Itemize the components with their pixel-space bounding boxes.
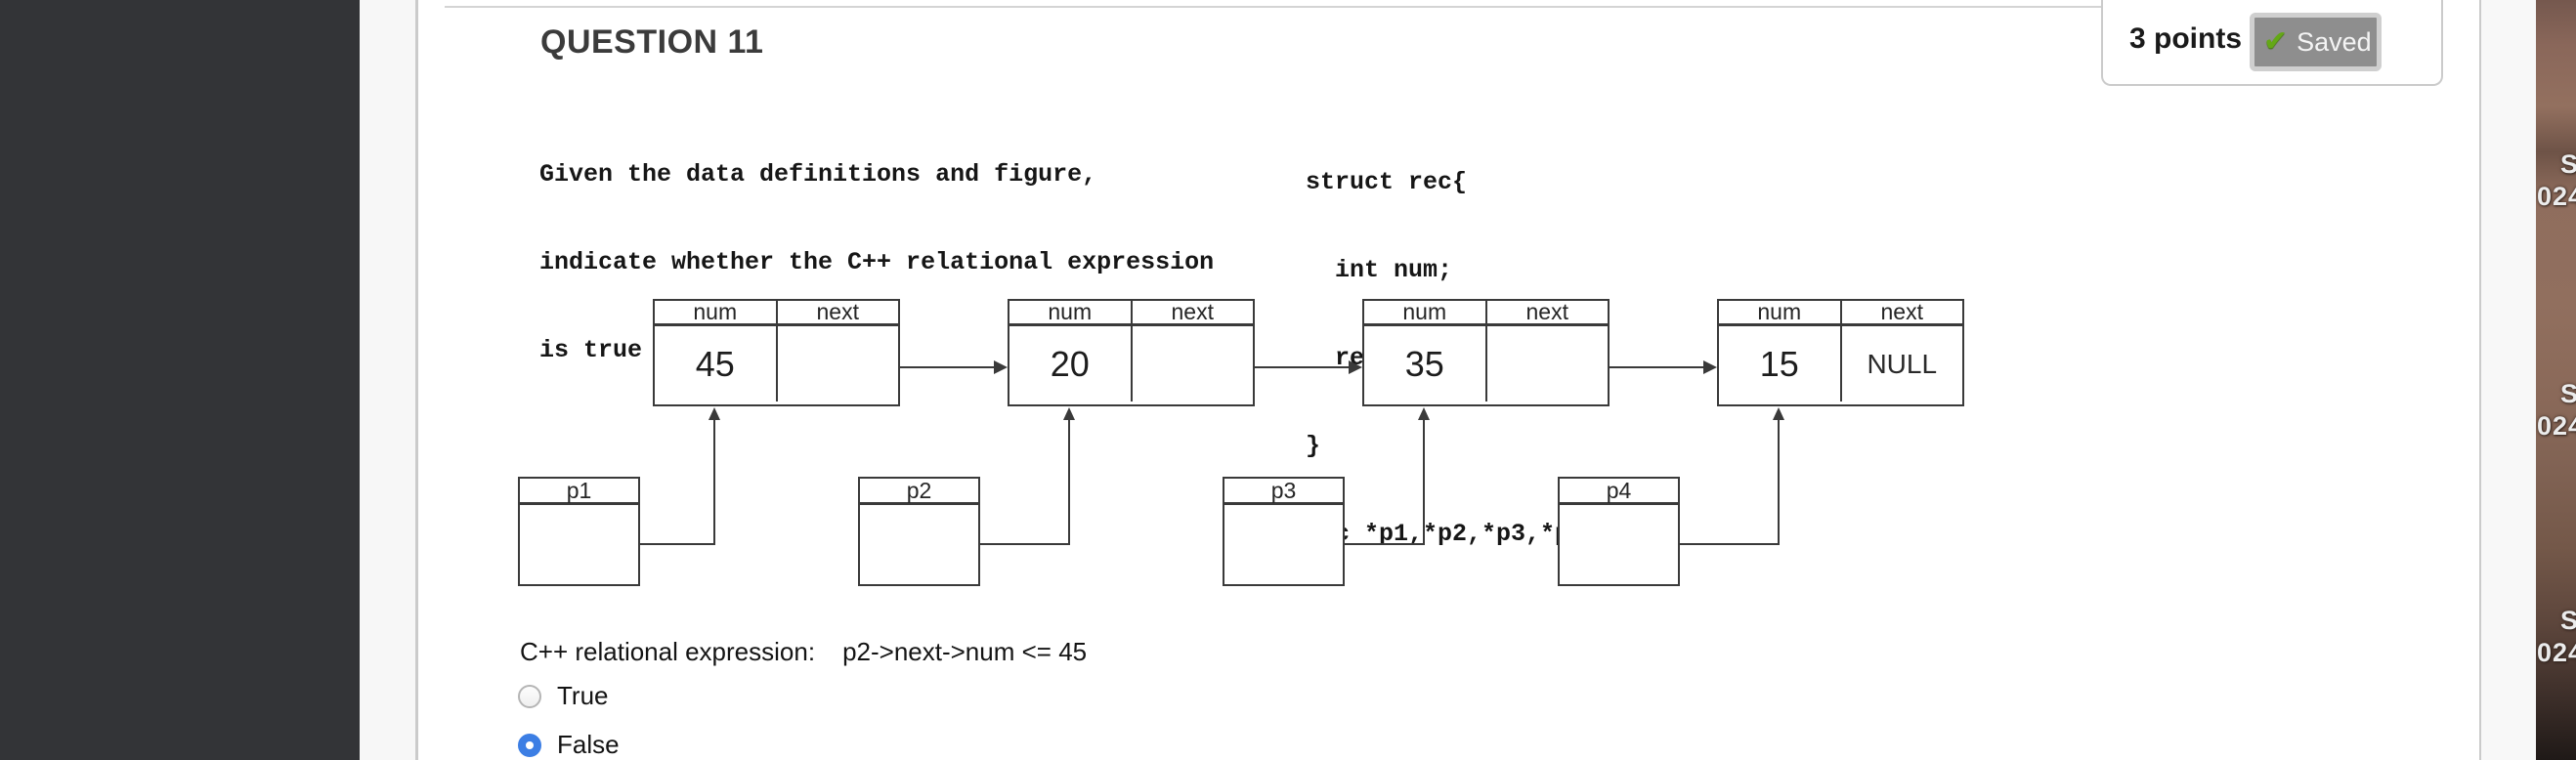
page-gutter-right <box>2481 0 2536 760</box>
photo-watermark: S 024 <box>2536 378 2576 443</box>
pointer-box-p4: p4 <box>1558 477 1680 586</box>
pointer-label: p2 <box>860 478 978 505</box>
watermark-text: S <box>2560 149 2576 179</box>
saved-status-text: Saved <box>2297 26 2372 57</box>
pointer-label: p4 <box>1560 478 1678 505</box>
node-next-value <box>1133 326 1254 401</box>
node-field-header-num: num <box>1719 299 1842 324</box>
node-field-header-next: next <box>1171 299 1214 324</box>
watermark-text: 024 <box>2537 182 2576 211</box>
node-next-value: NULL <box>1867 348 1938 379</box>
connector-p2 <box>980 543 1070 545</box>
pointer-label: p1 <box>520 478 638 505</box>
answer-option-true[interactable]: True <box>518 681 609 711</box>
code-line: } <box>1306 432 1321 460</box>
photo-watermark: S 024 <box>2536 148 2576 213</box>
arrow-node3-to-node4 <box>1610 360 1717 374</box>
node-field-header-num: num <box>1364 299 1487 324</box>
node-next-value <box>778 326 899 401</box>
pointer-box-p1: p1 <box>518 477 640 586</box>
node-field-header-num: num <box>655 299 778 324</box>
connector-p3 <box>1345 543 1425 545</box>
background-photo-edge: S 024 S 024 S 024 <box>2536 0 2576 760</box>
node-field-header-next: next <box>816 299 859 324</box>
arrow-node1-to-node2 <box>900 360 1008 374</box>
connector-p4 <box>1680 543 1780 545</box>
watermark-text: 024 <box>2537 638 2576 667</box>
prompt-line: indicate whether the C++ relational expr… <box>539 248 1215 276</box>
watermark-text: S <box>2560 606 2576 635</box>
arrow-node2-to-node3 <box>1255 360 1362 374</box>
radio-false[interactable] <box>518 733 541 757</box>
pointer-box-p3: p3 <box>1223 477 1345 586</box>
radio-true-label[interactable]: True <box>557 681 609 710</box>
radio-true[interactable] <box>518 684 541 708</box>
code-line: int num; <box>1306 256 1453 284</box>
node-field-header-next: next <box>1525 299 1568 324</box>
node-field-header-num: num <box>1009 299 1133 324</box>
expression-label: C++ relational expression: <box>520 637 816 666</box>
node-num-value: 15 <box>1719 326 1842 401</box>
pointer-box-p2: p2 <box>858 477 980 586</box>
content-right-border <box>2479 0 2481 760</box>
arrow-p1-to-node1 <box>708 407 720 545</box>
pointer-label: p3 <box>1224 478 1343 505</box>
node-num-value: 20 <box>1009 326 1133 401</box>
prompt-line: Given the data definitions and figure, <box>539 160 1097 189</box>
question-panel: QUESTION 11 3 points ✔ Saved Given the d… <box>421 0 2479 760</box>
page-gutter-left <box>360 0 418 760</box>
node-num-value: 35 <box>1364 326 1487 401</box>
radio-false-label[interactable]: False <box>557 730 620 759</box>
saved-status-badge: ✔ Saved <box>2250 13 2382 71</box>
arrow-p2-to-node2 <box>1063 407 1075 545</box>
left-sidebar <box>0 0 360 760</box>
node-num-value: 45 <box>655 326 778 401</box>
photo-watermark: S 024 <box>2536 605 2576 669</box>
watermark-text: 024 <box>2537 411 2576 441</box>
question-title: QUESTION 11 <box>540 23 764 61</box>
points-status-box: 3 points ✔ Saved <box>2101 0 2443 86</box>
code-line: struct rec{ <box>1306 168 1468 196</box>
expression-value: p2->next->num <= 45 <box>842 637 1088 666</box>
list-node-4: num next 15 NULL <box>1717 299 1964 406</box>
list-node-3: num next 35 <box>1362 299 1610 406</box>
arrow-p4-to-node4 <box>1773 407 1784 545</box>
node-field-header-next: next <box>1880 299 1923 324</box>
answer-option-false[interactable]: False <box>518 730 620 760</box>
list-node-2: num next 20 <box>1008 299 1255 406</box>
watermark-text: S <box>2560 379 2576 408</box>
list-node-1: num next 45 <box>653 299 900 406</box>
relational-expression-row: C++ relational expression: p2->next->num … <box>520 637 1087 667</box>
node-next-value <box>1487 326 1609 401</box>
connector-p1 <box>640 543 715 545</box>
points-label: 3 points <box>2129 22 2243 55</box>
header-divider <box>445 6 2101 8</box>
saved-check-icon: ✔ <box>2263 25 2289 58</box>
arrow-p3-to-node3 <box>1418 407 1430 545</box>
